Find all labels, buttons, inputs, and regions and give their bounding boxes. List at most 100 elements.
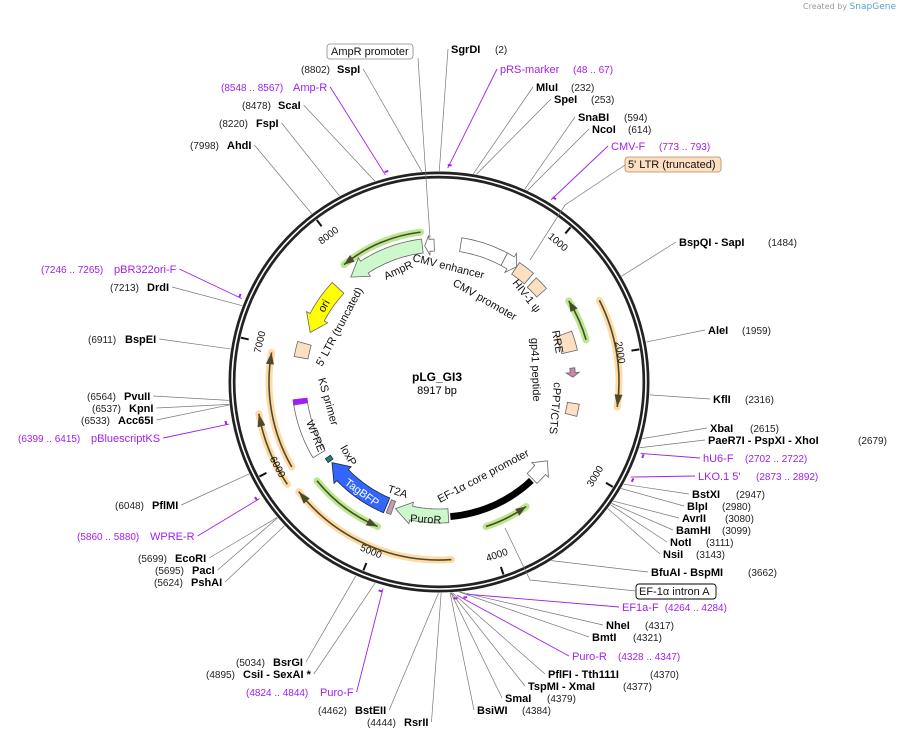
site-label[interactable]: AvrII(3080) <box>682 513 754 525</box>
tick-label: 1000 <box>545 231 569 254</box>
site-label[interactable]: KpnI(6537) <box>92 403 153 415</box>
site-leader <box>639 439 706 449</box>
site-position: (2615) <box>750 424 779 435</box>
site-label[interactable]: FspI(8220) <box>219 118 279 130</box>
site-label[interactable]: CsiI - SexAI *(4895) <box>206 669 312 681</box>
site-label[interactable]: Acc65I(6533) <box>81 415 153 427</box>
site-leader <box>171 286 243 307</box>
site-label[interactable]: DrdI(7213) <box>110 282 169 294</box>
site-position: (8478) <box>242 101 271 112</box>
orf-highlight-green-2[interactable] <box>565 297 590 344</box>
cmv-promoter-feature[interactable] <box>500 252 518 274</box>
site-label[interactable]: BspEI(6911) <box>88 334 156 346</box>
site-name: BsrGI <box>273 657 303 669</box>
site-leader <box>646 329 706 343</box>
site-labels: SgrDI(2) MluI(232)SpeI(253) SnaBI(594)NcoI… <box>18 44 887 729</box>
site-label[interactable]: BmtI(4321) <box>592 632 662 644</box>
site-label[interactable]: NcoI(614) <box>592 124 651 136</box>
site-label[interactable]: KflI(2316) <box>713 394 774 406</box>
primer-label[interactable]: Amp-R(8548 .. 8567) <box>221 82 327 94</box>
site-label[interactable]: SpeI(253) <box>554 94 614 106</box>
site-label[interactable]: RsrII(4444) <box>367 717 428 729</box>
primer-label[interactable]: pBluescriptKS(6399 .. 6415) <box>18 433 160 445</box>
ef1a-intron-label[interactable]: EF-1α intron A <box>635 583 717 600</box>
site-leader <box>649 394 711 400</box>
primer-label[interactable]: pBR322ori-F(7246 .. 7265) <box>41 264 177 276</box>
site-label[interactable]: PshAI(5624) <box>154 577 222 589</box>
gp41-feature[interactable] <box>564 367 581 378</box>
ampr-promoter-label[interactable]: AmpR promoter <box>326 43 414 60</box>
site-label[interactable]: AleI(1959) <box>708 325 771 337</box>
tagbfp-feature[interactable] <box>331 462 391 514</box>
ampr-orf-highlight[interactable] <box>340 228 425 269</box>
site-name: KpnI <box>129 403 153 415</box>
ltr-box-1[interactable] <box>511 262 535 285</box>
site-label[interactable]: BlpI(2980) <box>687 501 751 513</box>
ltr5-feature[interactable] <box>293 341 312 360</box>
ks-primer-feature[interactable] <box>292 397 309 406</box>
site-label[interactable]: BsrGI(5034) <box>236 657 303 669</box>
primer-label[interactable]: WPRE-R(5860 .. 5880) <box>77 531 195 543</box>
orf-highlight-orange-2[interactable] <box>295 488 455 564</box>
orf-highlight-orange-4[interactable] <box>255 410 291 488</box>
site-label[interactable]: EcoRI(5699) <box>138 553 206 565</box>
site-label[interactable]: SnaBI(594) <box>578 112 647 124</box>
site-leader <box>159 338 231 350</box>
site-label[interactable]: BspQI - SapI(1484) <box>679 237 797 249</box>
tick-mark <box>362 562 368 571</box>
site-label[interactable]: SspI(8802) <box>301 64 360 76</box>
ori-feature[interactable] <box>306 281 345 334</box>
ef1a-core-arrow[interactable] <box>526 460 549 484</box>
site-position: (6564) <box>87 392 116 403</box>
site-label[interactable]: AhdI(7998) <box>190 140 251 152</box>
ampr-feature[interactable] <box>350 238 424 278</box>
cppt-feature[interactable] <box>564 401 580 417</box>
site-label[interactable]: NheI(4317) <box>606 620 674 632</box>
site-position: (4377) <box>623 682 652 693</box>
primer-label[interactable]: EF1a-F(4264 .. 4284) <box>622 602 727 614</box>
primer-label[interactable]: hU6-F(2702 .. 2722) <box>703 453 807 465</box>
loxp-feature[interactable] <box>324 454 334 463</box>
site-label[interactable]: PaeR7I - PspXI - XhoI(2679) <box>708 435 887 447</box>
orf-highlight-orange-3[interactable] <box>265 348 296 471</box>
cmv-enhancer-feature[interactable] <box>459 237 509 267</box>
site-label[interactable]: BfuAI - BspMI(3662) <box>651 567 777 579</box>
site-label[interactable]: TspMI - XmaI(4377) <box>528 681 652 693</box>
site-label[interactable]: PflMI(6048) <box>115 500 178 512</box>
site-label[interactable]: XbaI(2615) <box>710 423 779 435</box>
primer-label[interactable]: Puro-F(4824 .. 4844) <box>246 687 354 699</box>
primer-position: (6399 .. 6415) <box>18 434 80 445</box>
site-label[interactable]: NsiI(3143) <box>663 549 725 561</box>
ltr-truncated-text: 5' LTR (truncated) <box>628 159 715 171</box>
tick-mark <box>564 226 572 235</box>
site-label[interactable]: NotI(3111) <box>670 537 733 549</box>
ampr-promoter-feature[interactable] <box>424 235 435 256</box>
primer-label[interactable]: LKO.1 5'(2873 .. 2892) <box>698 471 818 483</box>
site-label[interactable]: BstXI(2947) <box>692 489 765 501</box>
puror-feature[interactable] <box>394 501 450 525</box>
site-name: BspQI - SapI <box>679 237 744 249</box>
site-label[interactable]: BstEII(4462) <box>318 705 386 717</box>
primer-label[interactable]: CMV-F(773 .. 793) <box>611 141 710 153</box>
ef1a-intron-feature[interactable] <box>450 477 534 520</box>
site-label[interactable]: PvuII(6564) <box>87 391 150 403</box>
site-leader <box>156 404 230 409</box>
site-label[interactable]: BsiWI(4384) <box>477 705 551 717</box>
site-label[interactable]: ScaI(8478) <box>242 100 301 112</box>
site-label[interactable]: PacI(5695) <box>155 565 215 577</box>
orf-highlight-orange-1[interactable] <box>595 296 623 411</box>
site-position: (2316) <box>745 395 774 406</box>
rre-feature[interactable] <box>556 330 578 355</box>
site-label[interactable]: SgrDI(2) <box>451 44 507 56</box>
site-label[interactable]: SmaI(4379) <box>505 693 576 705</box>
t2a-feature[interactable] <box>385 499 397 516</box>
primer-label[interactable]: Puro-R(4328 .. 4347) <box>572 651 680 663</box>
ltr-truncated-label[interactable]: 5' LTR (truncated) <box>624 156 722 173</box>
site-label[interactable]: MluI(232) <box>536 82 594 94</box>
hiv-psi-feature[interactable] <box>526 277 548 298</box>
site-label[interactable]: BamHI(3099) <box>676 525 751 537</box>
site-label[interactable]: PflFI - Tth111I(4370) <box>548 669 679 681</box>
orf-highlight-green-3[interactable] <box>482 503 530 531</box>
primer-label[interactable]: pRS-marker(48 .. 67) <box>500 64 613 76</box>
orf-highlight-green-4[interactable] <box>313 477 382 531</box>
